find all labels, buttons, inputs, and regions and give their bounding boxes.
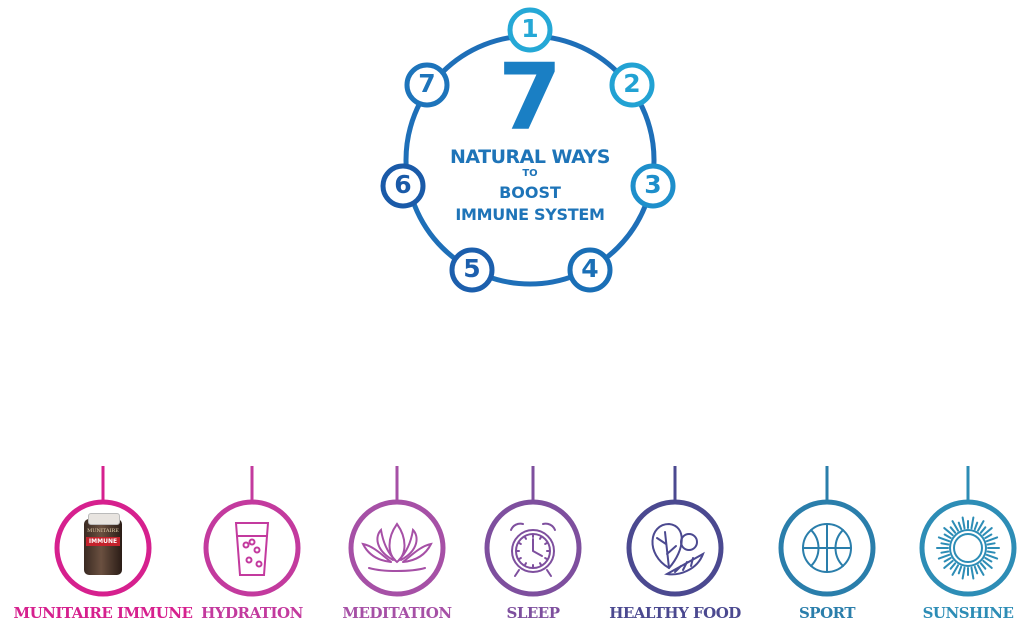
category-circles	[54, 499, 1017, 597]
ring-badge-2	[609, 62, 655, 108]
bottle-product-name: IMMUNE	[86, 537, 120, 546]
ring-number-3: 3	[644, 170, 662, 199]
ring-number-5: 5	[463, 254, 481, 283]
ring-badge-5	[449, 247, 495, 293]
alarm-clock-icon	[510, 522, 556, 577]
category-circle-2	[203, 499, 301, 597]
category-label-sunshine: SUNSHINE	[922, 604, 1014, 622]
lotus-icon	[361, 522, 433, 572]
category-circle-3	[348, 499, 446, 597]
category-circle-7	[919, 499, 1017, 597]
vegetables-icon	[651, 522, 705, 576]
ring-number-badges	[380, 7, 676, 293]
connector-tree	[101, 285, 970, 502]
category-label-sport: SPORT	[798, 604, 856, 622]
category-label-hydration: HYDRATION	[201, 604, 303, 622]
ring-badge-7	[404, 62, 450, 108]
ring-badge-3	[630, 163, 676, 209]
ring-number-2: 2	[623, 69, 641, 98]
category-label-healthy-food: HEALTHY FOOD	[609, 604, 741, 622]
bottle-cap	[88, 513, 120, 525]
ring-badge-4	[567, 247, 613, 293]
water-glass-icon	[234, 522, 270, 576]
basketball-icon	[802, 523, 852, 573]
sun-icon	[936, 516, 1000, 580]
category-label-meditation: MEDITATION	[342, 604, 452, 622]
ring-number-7: 7	[418, 69, 436, 98]
ring-number-4: 4	[581, 254, 599, 283]
hub-big-number: 7	[497, 44, 562, 151]
ring-number-1: 1	[521, 14, 539, 43]
hub-title-line-2: TO	[522, 168, 538, 179]
bottle-brand: MUNITAIRE	[87, 528, 119, 534]
ring-badge-1	[507, 7, 553, 53]
category-label-sleep: SLEEP	[506, 604, 560, 622]
ring-number-6: 6	[394, 170, 412, 199]
hub-title-line-4: IMMUNE SYSTEM	[455, 205, 605, 224]
category-label-munitaire-immune: MUNITAIRE IMMUNE	[13, 604, 193, 622]
hub-title-line-3: BOOST	[499, 183, 561, 202]
hub-title-line-1: NATURAL WAYS	[449, 146, 611, 168]
ring-badge-6	[380, 163, 426, 209]
supplement-bottle-icon: MUNITAIRE IMMUNE	[84, 513, 122, 575]
